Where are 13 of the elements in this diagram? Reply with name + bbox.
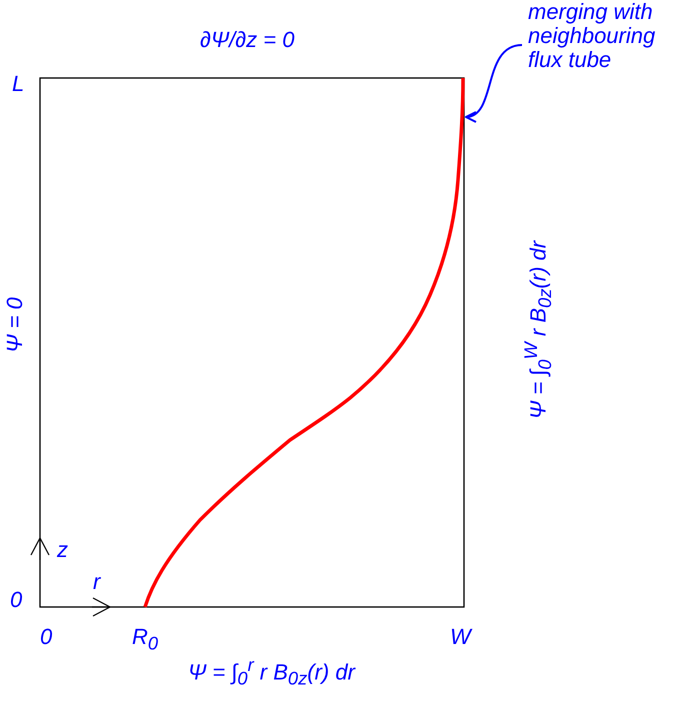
boundary-condition: ∂Ψ/∂z = 0 [200,28,294,52]
tick-label: 0 [40,625,52,650]
callout-text: merging with neighbouring flux tube [528,0,693,73]
tick-label: 0 [10,588,22,612]
field-line-curve [143,78,465,608]
axis-label: L [12,72,24,96]
tick-label: R$_{0}$ [132,625,158,654]
leader-line [465,44,522,121]
axis-label: r [93,570,100,594]
boundary-condition: Ψ = ∫$_{0}$$^{r}$ r B$_{0z}$(r) dr [188,655,355,689]
axis-label: z [57,538,68,562]
boundary-condition: Ψ = 0 [2,297,28,353]
tick-label: W [450,625,471,650]
